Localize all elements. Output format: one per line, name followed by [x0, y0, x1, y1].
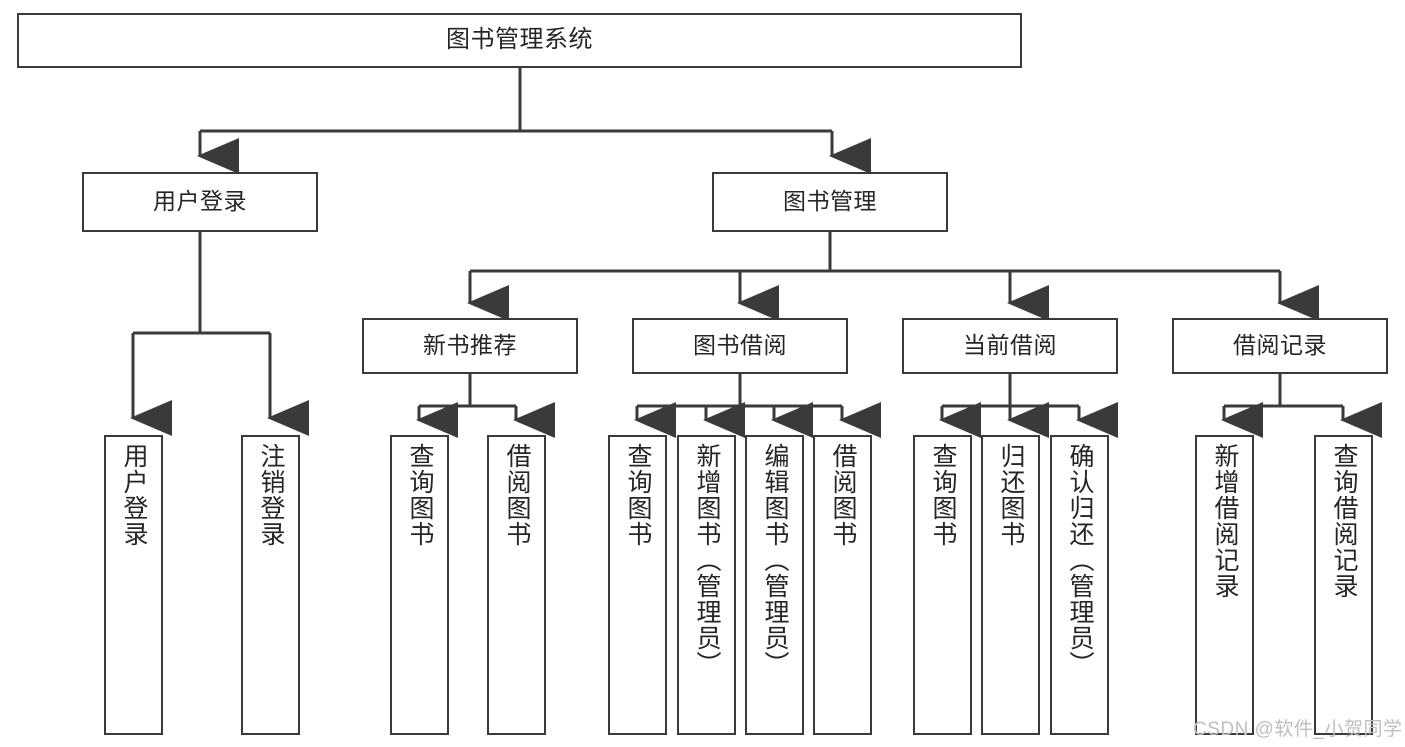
node-label: 查询图书: [929, 443, 957, 547]
leaf-book-borrow-edit[interactable]: 编辑图书（管理员）: [745, 435, 804, 735]
node-label: 新增借阅记录: [1211, 443, 1239, 599]
node-label: 查询借阅记录: [1330, 443, 1358, 599]
node-book-borrow[interactable]: 图书借阅: [632, 318, 848, 374]
leaf-user-login-login[interactable]: 用户登录: [104, 435, 163, 735]
node-root-book-management-system[interactable]: 图书管理系统: [17, 13, 1022, 68]
node-label: 归还图书: [997, 443, 1025, 547]
node-label: 注销登录: [257, 443, 285, 547]
node-book-management[interactable]: 图书管理: [712, 172, 948, 232]
node-borrow-record[interactable]: 借阅记录: [1172, 318, 1388, 374]
node-label: 借阅图书: [503, 443, 531, 547]
node-label: 图书管理: [783, 188, 877, 215]
node-label: 借阅图书: [829, 443, 857, 547]
leaf-current-borrow-confirm-return[interactable]: 确认归还（管理员）: [1050, 435, 1109, 735]
node-label: 当前借阅: [963, 332, 1057, 359]
leaf-new-book-query[interactable]: 查询图书: [390, 435, 449, 735]
node-label: 用户登录: [153, 188, 247, 215]
leaf-new-book-borrow[interactable]: 借阅图书: [487, 435, 546, 735]
node-label: 编辑图书（管理员）: [761, 443, 789, 677]
leaf-current-borrow-query[interactable]: 查询图书: [913, 435, 972, 735]
leaf-book-borrow-add[interactable]: 新增图书（管理员）: [677, 435, 736, 735]
node-label: 图书借阅: [693, 332, 787, 359]
leaf-borrow-record-add[interactable]: 新增借阅记录: [1195, 435, 1254, 735]
node-label: 用户登录: [120, 443, 148, 547]
node-label: 新书推荐: [423, 332, 517, 359]
watermark-text: CSDN @软件_小贺同学: [1193, 719, 1403, 740]
node-label: 新增图书（管理员）: [693, 443, 721, 677]
leaf-borrow-record-query[interactable]: 查询借阅记录: [1314, 435, 1373, 735]
leaf-user-login-logout[interactable]: 注销登录: [241, 435, 300, 735]
leaf-book-borrow-query[interactable]: 查询图书: [608, 435, 667, 735]
node-label: 确认归还（管理员）: [1066, 443, 1094, 677]
node-label: 查询图书: [406, 443, 434, 547]
node-user-login[interactable]: 用户登录: [82, 172, 318, 232]
leaf-current-borrow-return[interactable]: 归还图书: [981, 435, 1040, 735]
node-label: 图书管理系统: [446, 26, 593, 54]
leaf-book-borrow-borrow[interactable]: 借阅图书: [813, 435, 872, 735]
node-new-book-recommend[interactable]: 新书推荐: [362, 318, 578, 374]
node-label: 借阅记录: [1233, 332, 1327, 359]
node-label: 查询图书: [624, 443, 652, 547]
node-current-borrow[interactable]: 当前借阅: [902, 318, 1118, 374]
